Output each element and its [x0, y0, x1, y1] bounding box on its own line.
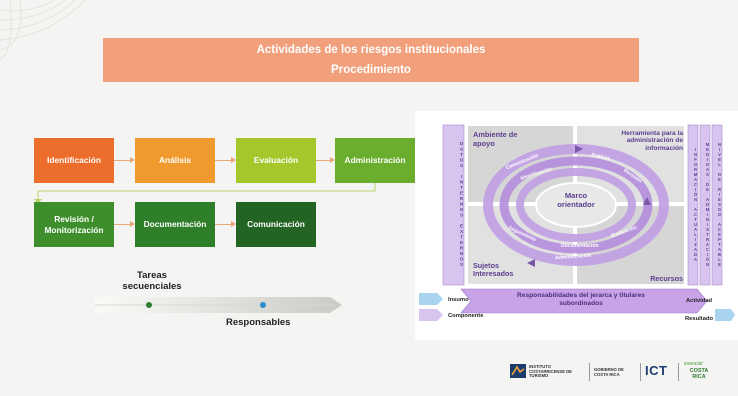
footer-divider	[640, 363, 641, 381]
spiral-word: Documentación	[561, 243, 599, 249]
ict-name: INSTITUTO COSTARRICENSE DE TURISMO	[529, 364, 572, 379]
flow-arrow	[316, 157, 335, 163]
legend-resultado: Resultado	[685, 316, 714, 322]
step-analisis: Análisis	[135, 138, 215, 183]
corner-decoration	[0, 0, 86, 61]
quadrant-sujetos: Sujetos Interesados	[473, 261, 514, 278]
step-administracion: Administración	[335, 138, 415, 183]
step-evaluacion: Evaluación	[236, 138, 316, 183]
model-left-column: DATOS INTERNOS EXTERNOS	[459, 140, 464, 268]
header-banner: Actividades de los riesgos institucional…	[103, 38, 639, 82]
quadrant-ambiente: Ambiente de apoyo	[473, 130, 518, 148]
ict-logo-icon	[510, 364, 526, 378]
legend-componente: Componente	[448, 313, 484, 319]
timeline-dot-responsables	[260, 302, 266, 308]
gov-name: GOBIERNO DE COSTA RICA	[594, 367, 624, 377]
footer-logos: INSTITUTO COSTARRICENSE DE TURISMO GOBIE…	[510, 360, 720, 386]
model-right-column-c: NIVEL DE RIESGO ACEPTABLE	[717, 141, 722, 267]
model-right-column-b: MEDIDAS DE ADMINISTRACIÓN	[705, 141, 710, 267]
brand-tagline: esencial	[684, 361, 703, 367]
legend-actividad: Actividad	[686, 298, 713, 304]
step-identificacion: Identificación	[34, 138, 114, 183]
risk-model-graphic	[419, 124, 735, 321]
timeline-bottom-label: Responsables	[226, 317, 291, 328]
return-connector	[34, 183, 376, 204]
timeline-top-label: Tareas secuenciales	[122, 270, 182, 292]
step-documentacion: Documentación	[135, 202, 215, 247]
flow-arrow	[114, 157, 135, 163]
quadrant-recursos: Recursos	[650, 274, 683, 283]
flow-arrow	[215, 157, 236, 163]
model-center: Marco orientador	[557, 191, 595, 209]
step-comunicacion: Comunicación	[236, 202, 316, 247]
brand-logo: COSTA RICA	[689, 368, 709, 380]
footer-divider	[589, 363, 590, 381]
flow-arrow	[215, 221, 236, 227]
model-bottom-bar: Responsabilidades del jerarca y titulare…	[517, 292, 645, 307]
flow-arrow	[114, 221, 135, 227]
quadrant-herramienta: Herramienta para la administración de in…	[621, 130, 683, 152]
timeline-arrow	[95, 297, 342, 313]
legend-insumo: Insumo	[448, 297, 469, 303]
step-revision: Revisión / Monitorización	[34, 202, 114, 247]
timeline-dot-tasks	[146, 302, 152, 308]
ict-short-logo: ICT	[645, 363, 668, 378]
banner-subtitle: Procedimiento	[331, 64, 411, 76]
model-right-column-a: INFORMACIÓN ACTUALIZADA	[693, 146, 698, 262]
footer-divider	[678, 363, 679, 381]
risk-model-diagram: DATOS INTERNOS EXTERNOS INFORMACIÓN ACTU…	[415, 111, 738, 340]
banner-title: Actividades de los riesgos institucional…	[256, 44, 486, 56]
